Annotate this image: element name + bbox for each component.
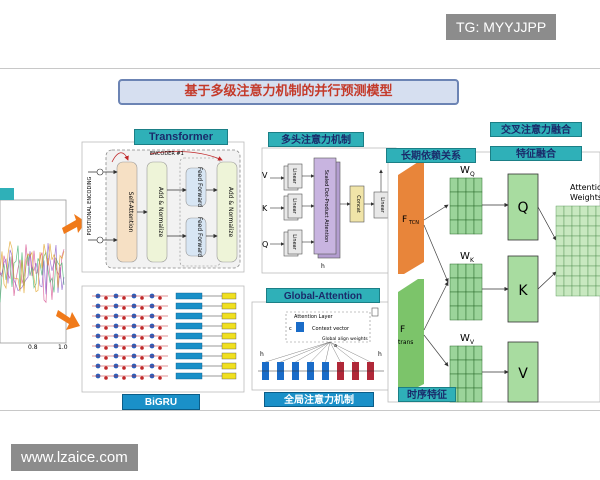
f-trans-sub: trans — [398, 339, 413, 346]
diagram-title: 基于多级注意力机制的并行预测模型 — [118, 79, 459, 105]
at-label: a — [334, 343, 337, 349]
wv-label: W — [460, 333, 470, 344]
f-trans-block — [398, 279, 424, 394]
mh-linear-v: Linear — [291, 168, 297, 184]
linear-out-block: Linear — [379, 197, 385, 213]
encoder-label: ENCODER #1 — [150, 151, 184, 157]
multihead-tag: 多头注意力机制 — [268, 132, 364, 147]
mh-linear-k: Linear — [291, 198, 297, 214]
transformer-panel — [81, 141, 245, 273]
f-tcn-block — [398, 162, 424, 274]
watermark-bottom-left: www.lzaice.com — [11, 444, 138, 471]
add-normalize-block-2: Add & Normalize — [227, 187, 234, 238]
mh-h-label: h — [321, 263, 325, 270]
attention-weights-label-2: Weights — [570, 193, 600, 202]
multihead-panel — [261, 147, 397, 274]
global-attention-tag: Global-Attention — [266, 288, 380, 303]
global-align-label: Global align weights — [322, 336, 368, 342]
positional-encoding-label: POSITIONAL ENCODING — [87, 176, 93, 235]
fusion-panel — [387, 151, 600, 403]
wk-sub: K — [470, 257, 475, 264]
feature-fusion-tag: 特征融合 — [490, 146, 582, 161]
mh-k-label: K — [262, 204, 268, 213]
f-trans-label: F — [400, 325, 405, 335]
mh-q-label: Q — [262, 240, 268, 249]
feed-forward-block-2: Feed Forward — [196, 217, 203, 258]
ct-label: c — [289, 326, 292, 332]
attention-weights-label-1: Attention — [570, 183, 600, 192]
plot-tick-1: 0.8 — [28, 344, 38, 351]
watermark-top-right: TG: MYYJJPP — [446, 14, 557, 40]
concat-block: Concat — [355, 195, 361, 213]
add-normalize-block-1: Add & Normalize — [157, 187, 164, 238]
plot-tick-2: 1.0 — [58, 344, 68, 351]
global-attention-cn-tag: 全局注意力机制 — [264, 392, 374, 407]
wq-sub: Q — [470, 171, 475, 178]
bigru-tag: BiGRU — [122, 394, 200, 410]
attention-layer-label: Attention Layer — [294, 314, 334, 320]
linear-stacks — [283, 163, 303, 257]
q-block-label: Q — [517, 200, 528, 216]
time-series-plot — [0, 188, 67, 344]
orange-arrow-up — [62, 214, 86, 234]
mh-v-label: V — [262, 171, 268, 180]
cross-attention-tag: 交叉注意力融合 — [490, 122, 582, 137]
v-block-label: V — [518, 366, 528, 382]
transformer-tag: Transformer — [134, 129, 228, 145]
long-dependency-tag: 长期依赖关系 — [386, 148, 476, 163]
self-attention-block: Self-Attention — [127, 192, 134, 233]
wv-sub: V — [470, 339, 475, 346]
mh-linear-q: Linear — [291, 234, 297, 250]
bigru-panel — [81, 285, 245, 393]
f-tcn-sub: TCN — [408, 220, 419, 226]
feed-forward-block-1: Feed Forward — [196, 167, 203, 208]
wk-label: W — [460, 251, 470, 262]
scaled-dot-product-block: Scaled Dot-Product Attention — [323, 170, 329, 243]
ht-label: h — [378, 351, 382, 358]
context-vector-label: Context vector — [312, 326, 350, 332]
temporal-features-tag: 时序特征 — [398, 387, 456, 402]
wq-label: W — [460, 165, 470, 176]
hs-label: h — [260, 351, 264, 358]
orange-arrow-down — [56, 310, 80, 330]
global-attention-panel — [251, 301, 391, 391]
f-tcn-label: F — [402, 215, 407, 225]
k-block-label: K — [518, 283, 528, 299]
